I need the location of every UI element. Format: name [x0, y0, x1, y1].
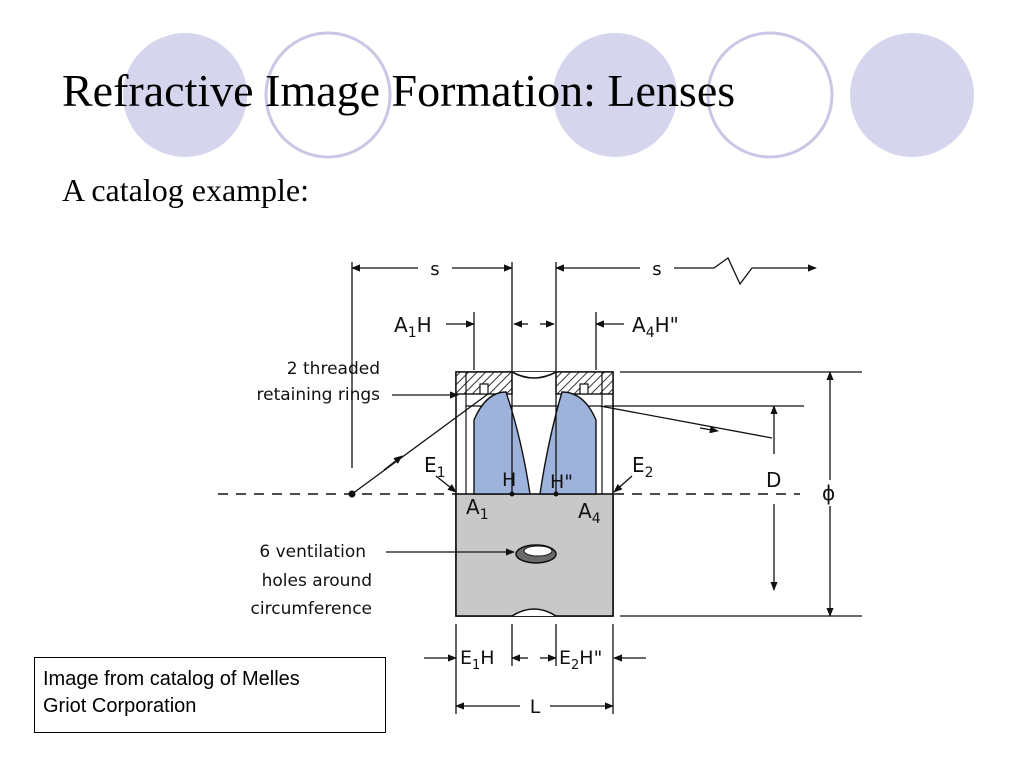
circle-filled-3: [850, 33, 974, 157]
bottom-notch: [511, 608, 557, 617]
lens-element-right: [539, 391, 597, 495]
label-e2h: E2H": [559, 647, 602, 673]
label-a1h: A1H: [394, 313, 432, 341]
label-e1: E1: [424, 453, 446, 481]
label-rings-2: retaining rings: [257, 385, 381, 405]
decorative-circles: [123, 31, 974, 159]
label-vent-1: 6 ventilation: [259, 542, 366, 562]
caption-line-2: Griot Corporation: [43, 695, 197, 717]
label-d: D: [766, 468, 781, 492]
label-a1: A1: [466, 495, 489, 523]
label-s-left: s: [430, 259, 439, 280]
image-credit-caption: Image from catalog of Melles Griot Corpo…: [34, 657, 386, 733]
top-notch: [511, 371, 557, 379]
label-h2: H": [550, 471, 573, 493]
circle-filled-1: [123, 33, 247, 157]
circle-outline-2: [706, 31, 834, 159]
label-vent-2: holes around: [262, 571, 372, 591]
label-a4h: A4H": [632, 313, 679, 341]
label-h: H: [502, 469, 516, 491]
label-phi: ϕ: [822, 481, 835, 505]
slide-title: Refractive Image Formation: Lenses: [62, 65, 736, 116]
circle-filled-2: [553, 33, 677, 157]
lens-element-left: [473, 391, 531, 495]
label-vent-3: circumference: [251, 599, 372, 619]
label-rings-1: 2 threaded: [287, 359, 380, 379]
label-l: L: [530, 696, 541, 718]
label-e2: E2: [632, 453, 654, 481]
label-e1h: E1H: [460, 647, 495, 673]
label-a4: A4: [578, 499, 601, 527]
circle-outline-1: [264, 31, 392, 159]
caption-line-1: Image from catalog of Melles: [43, 668, 300, 690]
slide-subtitle: A catalog example:: [62, 172, 310, 208]
label-s-right: s: [652, 259, 661, 280]
